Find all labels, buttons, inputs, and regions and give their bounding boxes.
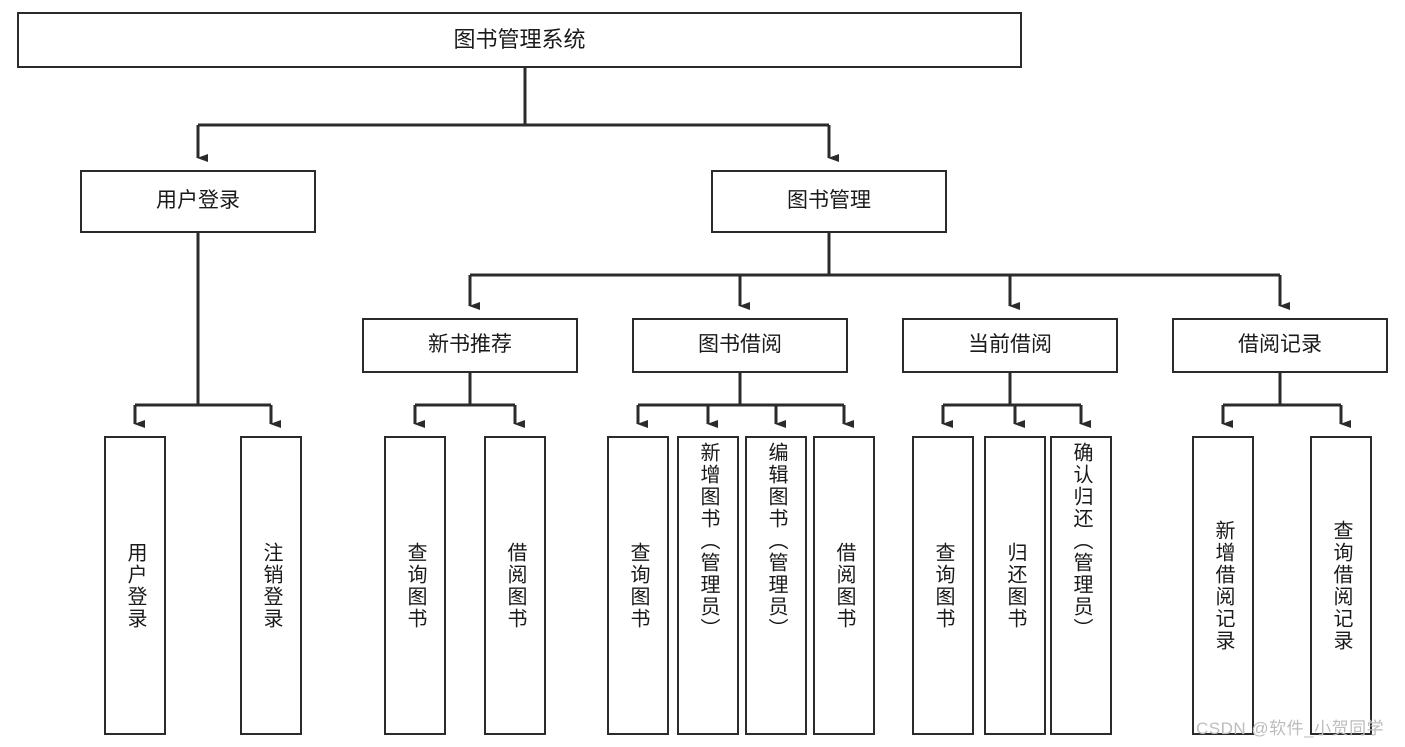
leaf-borrow-book-rec[interactable]: 借阅图书 xyxy=(484,436,546,735)
leaf-query-book-borrow-label: 查询图书 xyxy=(627,541,649,630)
node-user-login[interactable]: 用户登录 xyxy=(80,170,316,233)
leaf-query-book-borrow[interactable]: 查询图书 xyxy=(607,436,669,735)
node-book-borrow[interactable]: 图书借阅 xyxy=(632,318,848,373)
leaf-confirm-return[interactable]: 确认归还（管理员） xyxy=(1050,436,1112,735)
leaf-edit-book-label: 编辑图书（管理员） xyxy=(765,442,787,640)
leaf-add-record[interactable]: 新增借阅记录 xyxy=(1192,436,1254,735)
leaf-borrow-book-rec-label: 借阅图书 xyxy=(504,541,526,630)
node-borrow-record[interactable]: 借阅记录 xyxy=(1172,318,1388,373)
leaf-return-book-label: 归还图书 xyxy=(1004,541,1026,630)
node-book-borrow-label: 图书借阅 xyxy=(698,333,782,357)
watermark-text: CSDN @软件_小贺同学 xyxy=(1196,719,1385,738)
leaf-query-book-rec[interactable]: 查询图书 xyxy=(384,436,446,735)
leaf-query-book-rec-label: 查询图书 xyxy=(404,541,426,630)
node-new-book-rec[interactable]: 新书推荐 xyxy=(362,318,578,373)
leaf-borrow-book-label: 借阅图书 xyxy=(833,541,855,630)
leaf-query-record[interactable]: 查询借阅记录 xyxy=(1310,436,1372,735)
leaf-user-login[interactable]: 用户登录 xyxy=(104,436,166,735)
leaf-confirm-return-label: 确认归还（管理员） xyxy=(1070,442,1092,640)
node-borrow-record-label: 借阅记录 xyxy=(1238,333,1322,357)
leaf-add-record-label: 新增借阅记录 xyxy=(1212,519,1234,652)
leaf-edit-book[interactable]: 编辑图书（管理员） xyxy=(745,436,807,735)
leaf-query-book-current[interactable]: 查询图书 xyxy=(912,436,974,735)
node-user-login-label: 用户登录 xyxy=(156,189,240,213)
leaf-add-book-label: 新增图书（管理员） xyxy=(697,442,719,640)
leaf-query-record-label: 查询借阅记录 xyxy=(1330,519,1352,652)
leaf-logout-login-label: 注销登录 xyxy=(260,541,282,630)
leaf-add-book[interactable]: 新增图书（管理员） xyxy=(677,436,739,735)
leaf-borrow-book[interactable]: 借阅图书 xyxy=(813,436,875,735)
node-current-borrow-label: 当前借阅 xyxy=(968,333,1052,357)
leaf-user-login-label: 用户登录 xyxy=(124,541,146,630)
node-root[interactable]: 图书管理系统 xyxy=(17,12,1022,68)
node-book-manage-label: 图书管理 xyxy=(787,189,871,213)
node-current-borrow[interactable]: 当前借阅 xyxy=(902,318,1118,373)
node-root-label: 图书管理系统 xyxy=(453,27,586,53)
leaf-return-book[interactable]: 归还图书 xyxy=(984,436,1046,735)
node-new-book-rec-label: 新书推荐 xyxy=(428,333,512,357)
leaf-query-book-current-label: 查询图书 xyxy=(932,541,954,630)
node-book-manage[interactable]: 图书管理 xyxy=(711,170,947,233)
leaf-logout-login[interactable]: 注销登录 xyxy=(240,436,302,735)
